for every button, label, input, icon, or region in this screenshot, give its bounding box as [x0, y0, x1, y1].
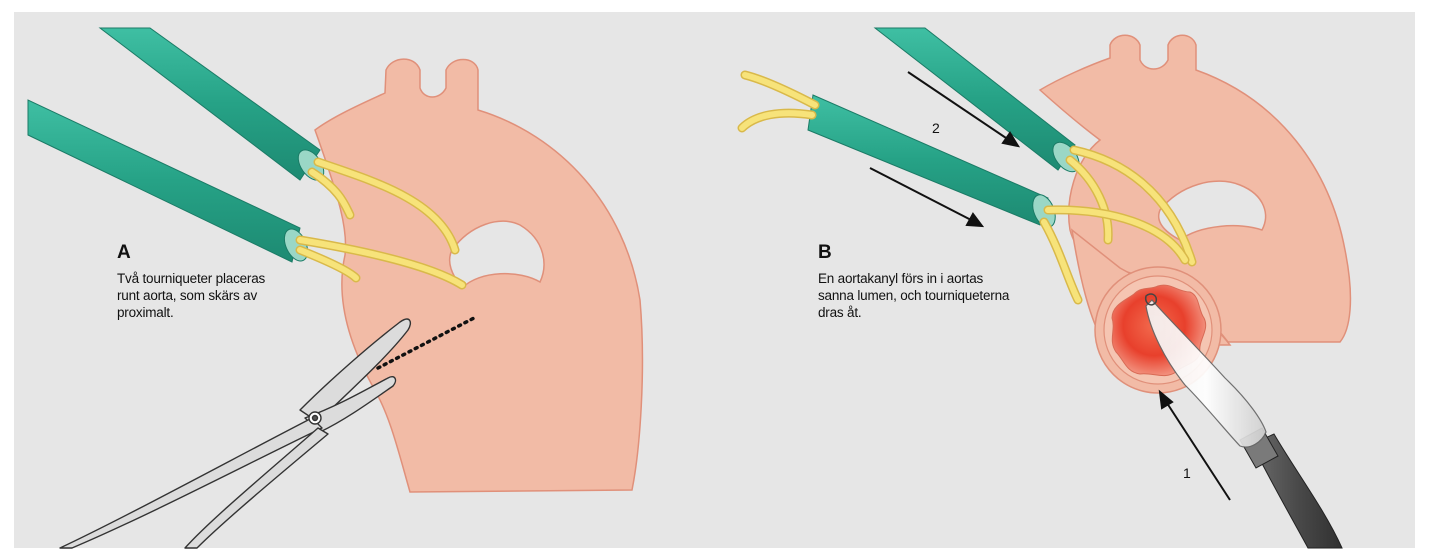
- panel-label-b: B: [818, 242, 1068, 264]
- panel-label-a: A: [117, 242, 342, 264]
- caption-a-line-3: proximalt.: [117, 304, 342, 321]
- callout-2: 2: [932, 120, 940, 136]
- caption-a-line-1: Två tourniqueter placeras: [117, 270, 342, 287]
- caption-b-line-3: dras åt.: [818, 304, 1068, 321]
- caption-b-line-2: sanna lumen, och tourniqueterna: [818, 287, 1068, 304]
- callout-1: 1: [1183, 465, 1191, 481]
- caption-panel-a: A Två tourniqueter placeras runt aorta, …: [117, 242, 342, 321]
- caption-b-line-1: En aortakanyl förs in i aortas: [818, 270, 1068, 287]
- caption-a-line-2: runt aorta, som skärs av: [117, 287, 342, 304]
- caption-panel-b: B En aortakanyl förs in i aortas sanna l…: [818, 242, 1068, 321]
